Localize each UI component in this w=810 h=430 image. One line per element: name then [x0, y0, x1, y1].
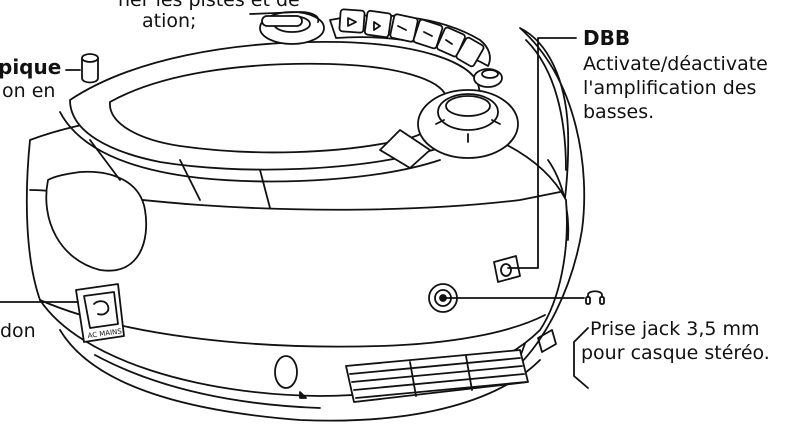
- front-arrow: [299, 391, 307, 399]
- optical-input-jack-top: [81, 53, 99, 63]
- ac-mains-socket: [75, 283, 125, 343]
- headphones-icon: [585, 290, 605, 305]
- optical-input-jack: [81, 57, 99, 84]
- headphone-caption-bracket: [573, 327, 589, 389]
- lid-release-slot: [379, 129, 431, 169]
- top-left-caption-line-2: ation;: [142, 10, 197, 32]
- top-hinge-strip: [249, 11, 320, 23]
- ac-mains-description: don: [0, 320, 36, 342]
- front-vent-grille: [345, 349, 529, 403]
- transport-button-row: [329, 8, 491, 68]
- dbb-title: DBB: [583, 26, 631, 50]
- side-small-jack: [493, 255, 521, 283]
- button-6: [455, 36, 485, 68]
- dbb-description-line-3: basses.: [583, 101, 655, 123]
- headphone-description-line-2: pour casque stéréo.: [581, 342, 770, 364]
- optical-input-title: pique: [0, 55, 62, 79]
- knob-arrows: [435, 119, 501, 143]
- dbb-button-top: [481, 69, 499, 79]
- body-base: [59, 329, 541, 422]
- optical-input-description: on en: [2, 80, 56, 102]
- button-symbols: [347, 17, 453, 45]
- dbb-description-line-1: Activate/déactivate: [583, 53, 768, 75]
- dbb-description-line-2: l'amplification des: [583, 77, 757, 99]
- ac-mains-socket-inner: [83, 291, 119, 329]
- side-small-jack-hole: [500, 263, 512, 277]
- front-indicator: [274, 355, 298, 389]
- front-right-slot: [537, 329, 557, 353]
- leader-line-dbb: [507, 37, 577, 269]
- top-left-caption-line-1: ner les pistes et de: [118, 0, 300, 11]
- lid-side-groove: [89, 139, 271, 209]
- headphone-description-line-1: Prise jack 3,5 mm: [590, 318, 760, 340]
- knob-cap: [445, 95, 491, 117]
- body-base-rim: [94, 354, 321, 409]
- cd-lid-rim: [59, 111, 441, 183]
- top-hinge-button: [261, 15, 303, 27]
- speaker-grille-left: [45, 170, 148, 272]
- ac-mains-plug-symbol: [93, 300, 110, 316]
- right-side-panel-edge: [525, 39, 567, 171]
